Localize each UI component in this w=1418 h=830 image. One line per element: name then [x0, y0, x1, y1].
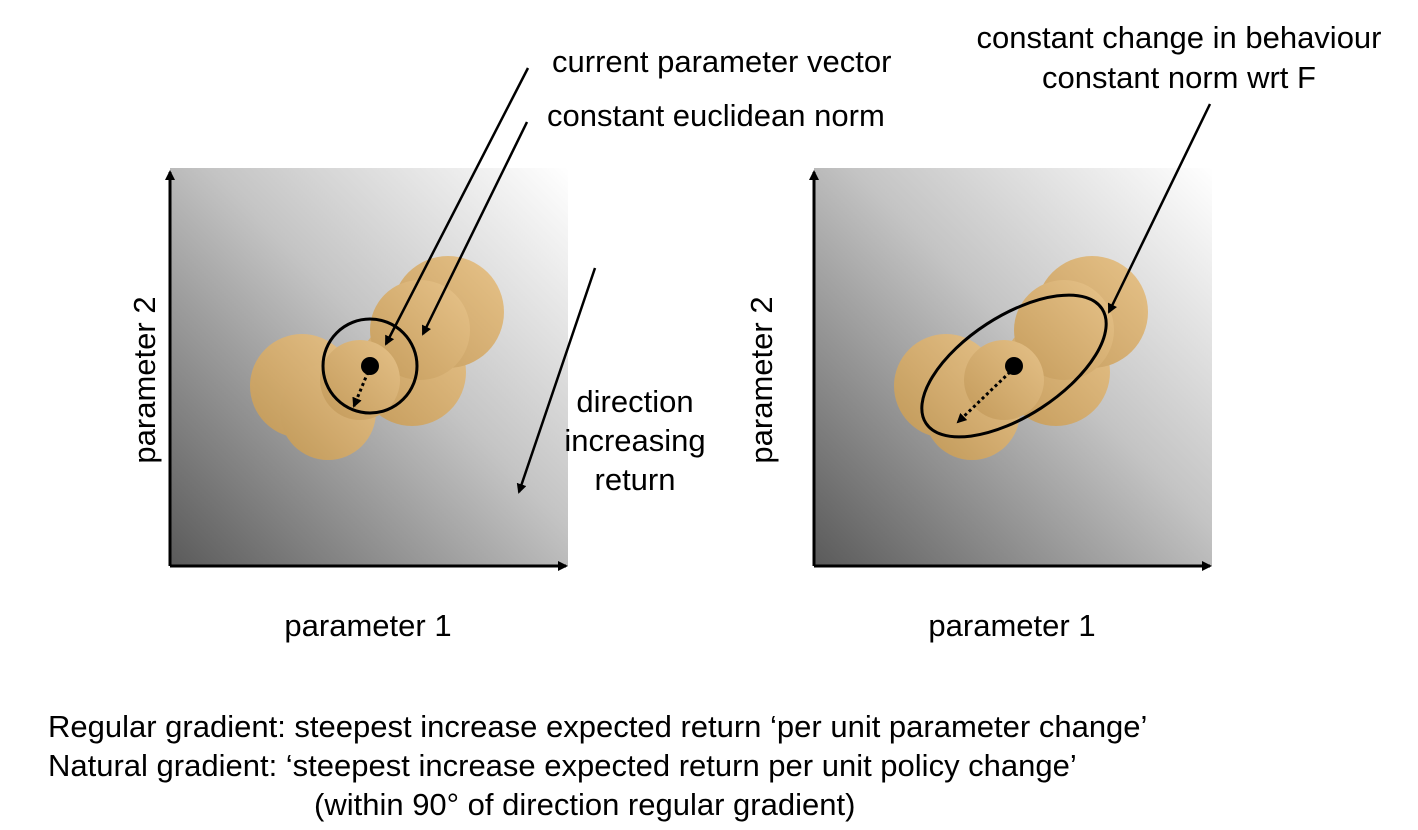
- left-x-axis-label: parameter 1: [284, 608, 452, 643]
- current-parameter-pointer-arrow: [384, 67, 530, 346]
- current-parameter-vector-label: current parameter vector: [552, 44, 892, 79]
- increasing-label: increasing: [564, 423, 706, 458]
- direction-label: direction: [576, 384, 694, 419]
- direction-increasing-return-arrow: [516, 267, 597, 494]
- left-panel: [165, 67, 597, 571]
- left-return-blob: [250, 256, 504, 460]
- right-return-blob: [894, 256, 1148, 460]
- return-label: return: [594, 462, 676, 497]
- right-y-axis-label: parameter 2: [744, 296, 779, 464]
- left-gradient-step-arrow: [352, 371, 370, 408]
- constant-change-in-behaviour-label: constant change in behaviour: [976, 20, 1382, 55]
- right-panel: [809, 103, 1212, 571]
- current-parameter-point: [361, 357, 379, 375]
- constant-norm-wrt-f-label: constant norm wrt F: [1042, 60, 1316, 95]
- euclidean-norm-circle: [321, 317, 419, 415]
- constant-euclidean-norm-label: constant euclidean norm: [547, 98, 885, 133]
- natural-gradient-step-arrow: [956, 370, 1012, 424]
- regular-gradient-caption: Regular gradient: steepest increase expe…: [48, 709, 1148, 744]
- euclidean-norm-pointer-arrow: [421, 121, 529, 336]
- left-y-axis-label: parameter 2: [127, 296, 162, 464]
- right-x-axis-label: parameter 1: [928, 608, 1096, 643]
- fisher-norm-ellipse: [920, 293, 1108, 439]
- within-90-degrees-caption: (within 90° of direction regular gradien…: [314, 787, 856, 822]
- right-current-parameter-point: [1005, 357, 1023, 375]
- constant-change-pointer-arrow: [1107, 103, 1212, 314]
- natural-gradient-caption: Natural gradient: ‘steepest increase exp…: [48, 748, 1077, 783]
